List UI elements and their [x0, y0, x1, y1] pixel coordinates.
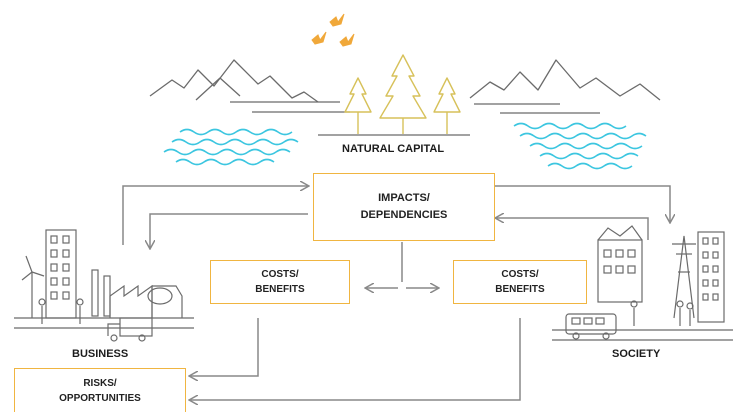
office-tower-icon	[45, 229, 77, 319]
arrow-society-to-impacts	[496, 218, 649, 240]
people-icon	[630, 300, 694, 326]
truck-icon	[107, 317, 153, 342]
people-icon	[38, 298, 84, 324]
flow-arrows	[122, 185, 670, 400]
impacts-line-1: IMPACTS/	[378, 192, 430, 204]
impacts-line-2: DEPENDENCIES	[360, 209, 448, 221]
costs-right-line-2: BENEFITS	[495, 284, 545, 295]
impacts-dependencies-box: IMPACTS/ DEPENDENCIES	[313, 173, 495, 241]
costs-right-line-1: COSTS/	[501, 269, 539, 280]
risks-line-2: OPPORTUNITIES	[59, 392, 141, 404]
business-illustration	[14, 229, 194, 342]
society-label: SOCIETY	[612, 348, 661, 360]
risks-line-1: RISKS/	[83, 377, 117, 389]
apartment-tower-icon	[697, 231, 725, 323]
arrow-impacts-to-society	[494, 185, 670, 222]
house-icon	[597, 225, 643, 303]
risks-opportunities-box: RISKS/ OPPORTUNITIES	[14, 368, 186, 412]
birds-icon	[311, 13, 355, 47]
bus-icon	[565, 313, 617, 340]
costs-left-line-1: COSTS/	[261, 269, 299, 280]
mountains-icon	[149, 59, 661, 136]
society-illustration	[552, 225, 733, 341]
business-label: BUSINESS	[72, 348, 129, 360]
water-waves-icon	[163, 122, 647, 170]
arrow-impacts-to-business	[150, 213, 308, 248]
costs-benefits-business-box: COSTS/ BENEFITS	[210, 260, 350, 304]
costs-benefits-society-box: COSTS/ BENEFITS	[453, 260, 587, 304]
costs-left-line-2: BENEFITS	[255, 284, 305, 295]
arrow-costs-left-to-risks	[190, 318, 259, 376]
arrow-costs-right-to-risks	[190, 318, 521, 400]
power-pylon-icon	[672, 235, 696, 319]
pine-trees-icon	[344, 54, 461, 134]
wind-turbine-icon	[21, 255, 45, 318]
natural-capital-label: NATURAL CAPITAL	[342, 143, 445, 155]
factory-icon	[91, 269, 183, 318]
arrow-business-to-impacts	[122, 186, 308, 245]
